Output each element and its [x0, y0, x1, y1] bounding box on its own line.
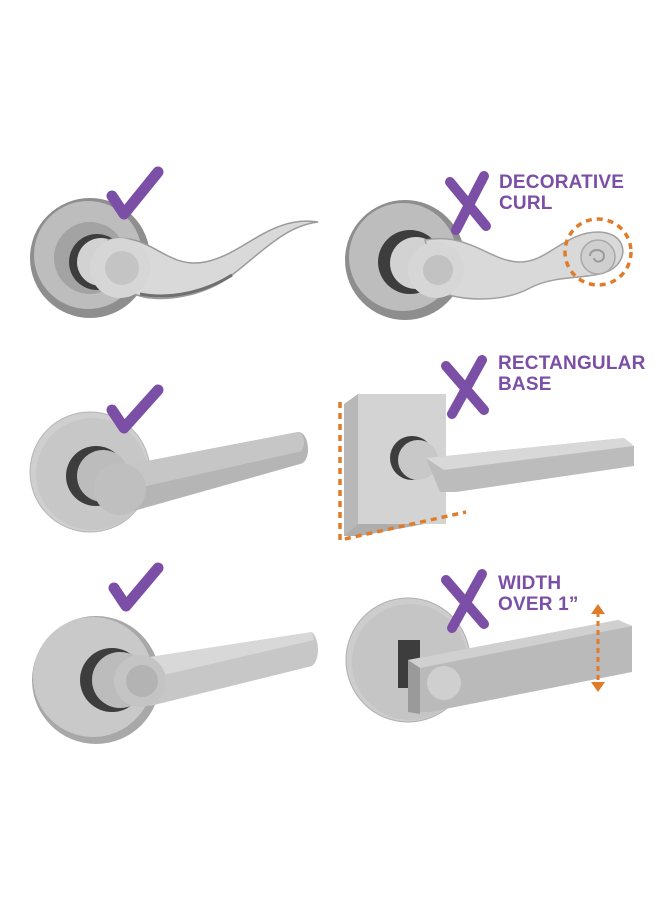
check-mark-icon: [106, 384, 164, 434]
rectangular-base-label: RECTANGULAR BASE: [498, 353, 646, 395]
check-mark-icon: [108, 562, 164, 612]
label-line: WIDTH: [498, 573, 562, 594]
handle-2-decorative-curl-lever: [345, 200, 633, 320]
label-line: CURL: [499, 193, 553, 214]
x-mark-icon: [441, 355, 489, 419]
width-over-label: WIDTH OVER 1”: [498, 573, 579, 615]
curl-highlight-circle: [563, 217, 633, 287]
label-line: BASE: [498, 374, 552, 395]
check-mark-icon: [106, 166, 164, 220]
handle-4-rectangular-base-lever: [338, 394, 634, 543]
decorative-curl-label: DECORATIVE CURL: [499, 172, 624, 214]
handle-6-wide-lever: [345, 597, 632, 723]
label-line: RECTANGULAR: [498, 353, 646, 374]
handle-1-wavy-lever: [30, 198, 319, 318]
label-line: OVER 1”: [498, 594, 579, 615]
handle-3-straight-lever: [29, 411, 309, 533]
handle-5-tapered-lever: [32, 616, 318, 744]
base-highlight-outline: [338, 402, 467, 543]
x-mark-icon: [441, 569, 489, 633]
double-arrow-icon: [591, 604, 605, 614]
label-line: DECORATIVE: [499, 172, 625, 193]
x-mark-icon: [445, 171, 491, 235]
